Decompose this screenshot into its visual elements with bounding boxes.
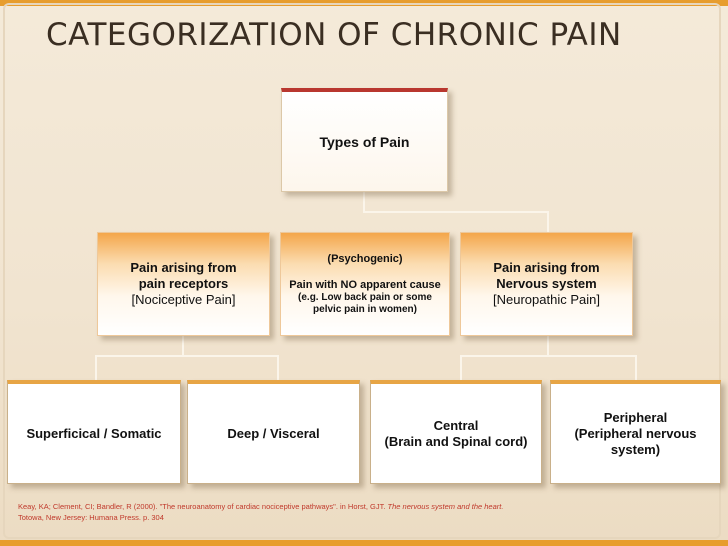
slide-title: CATEGORIZATION OF CHRONIC PAIN <box>46 17 622 53</box>
nociceptive-line2: pain receptors <box>138 276 229 291</box>
psychogenic-line1: Pain with NO apparent cause <box>289 279 441 291</box>
nociceptive-pain-node: Pain arising from pain receptors [Nocice… <box>97 232 270 336</box>
psychogenic-line3: pelvic pain in women) <box>313 304 417 315</box>
neuropathic-line2: Nervous system <box>496 276 597 291</box>
bottom-accent-bar <box>0 540 728 546</box>
central-line2: (Brain and Spinal cord) <box>384 433 528 449</box>
peripheral-line1: Peripheral <box>603 409 668 425</box>
neuropathic-pain-node: Pain arising from Nervous system [Neurop… <box>460 232 633 336</box>
central-line1: Central <box>433 417 479 433</box>
psychogenic-line2: (e.g. Low back pain or some <box>298 292 432 303</box>
neuropathic-line3: [Neuropathic Pain] <box>493 292 600 307</box>
superficial-somatic-node: Superficical / Somatic <box>7 380 181 484</box>
psychogenic-pain-node: (Psychogenic) Pain with NO apparent caus… <box>280 232 450 336</box>
deep-visceral-node: Deep / Visceral <box>187 380 360 484</box>
psychogenic-heading: (Psychogenic) <box>327 253 403 265</box>
neuropathic-line1: Pain arising from <box>493 260 600 275</box>
citation-book-title: The nervous system and the heart. <box>387 502 504 511</box>
citation-text: Keay, KA; Clement, CI; Bandler, R (2000)… <box>18 502 388 511</box>
citation: Keay, KA; Clement, CI; Bandler, R (2000)… <box>18 501 578 523</box>
peripheral-node: Peripheral (Peripheral nervous system) <box>550 380 721 484</box>
deep-visceral-label: Deep / Visceral <box>227 425 320 441</box>
nociceptive-line1: Pain arising from <box>130 260 237 275</box>
citation-publisher: Totowa, New Jersey: Humana Press. p. 304 <box>18 513 164 522</box>
superficial-somatic-label: Superficical / Somatic <box>26 425 162 441</box>
peripheral-line2: (Peripheral nervous <box>574 425 697 441</box>
types-of-pain-node: Types of Pain <box>281 88 448 192</box>
central-node: Central (Brain and Spinal cord) <box>370 380 542 484</box>
types-of-pain-label: Types of Pain <box>319 133 410 150</box>
slide-border <box>3 3 721 539</box>
peripheral-line3: system) <box>610 441 661 457</box>
nociceptive-line3: [Nociceptive Pain] <box>131 292 236 307</box>
